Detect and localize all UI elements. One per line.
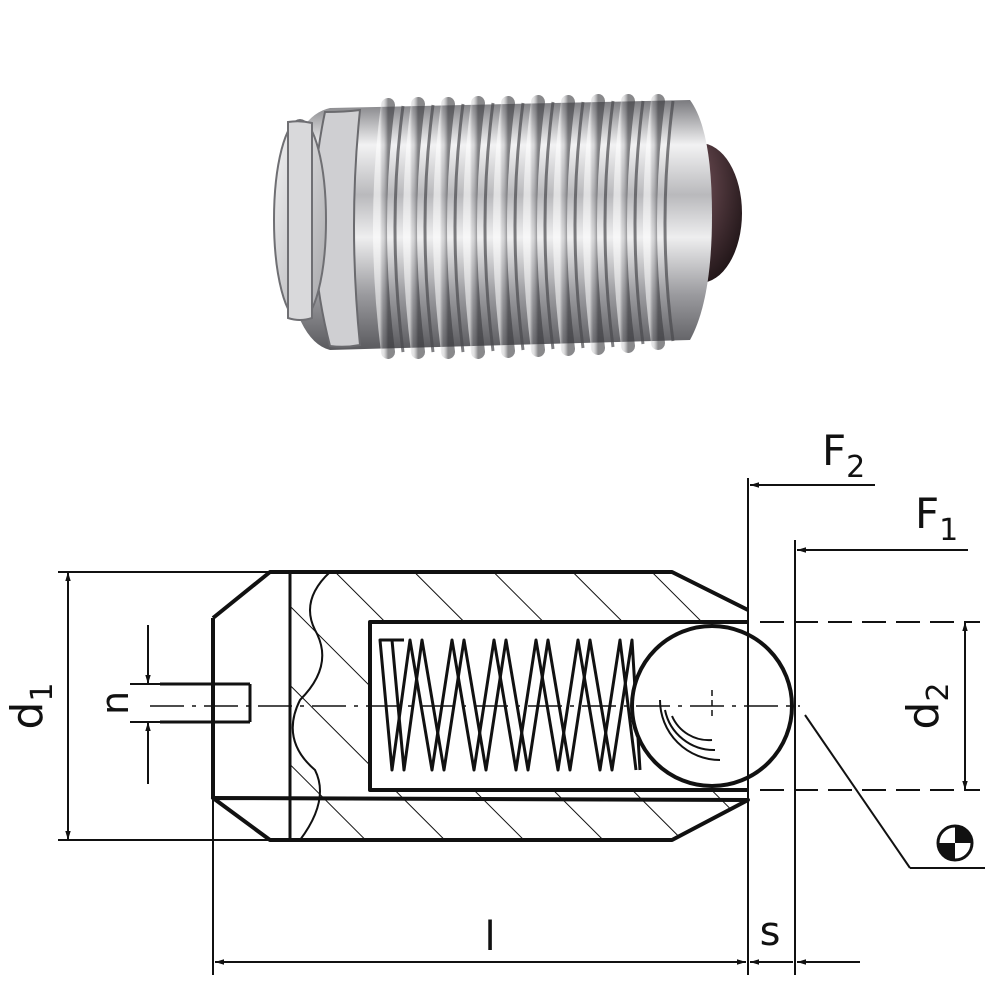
thread-crests <box>373 94 665 359</box>
label-f2-base: F <box>822 426 846 475</box>
thread-runout <box>291 571 331 841</box>
label-f1-base: F <box>915 489 939 538</box>
section-hatching <box>290 572 748 840</box>
label-d2-sub: 2 <box>921 682 956 701</box>
technical-drawing <box>58 478 985 975</box>
label-n: n <box>93 691 137 715</box>
label-l: l <box>484 914 495 960</box>
product-photo <box>273 94 742 359</box>
label-d1-sub: 1 <box>25 682 60 701</box>
svg-text:F2: F2 <box>822 426 865 485</box>
screwdriver-slot <box>287 120 313 321</box>
label-f2-sub: 2 <box>846 450 865 485</box>
d1-dimension <box>58 571 290 841</box>
slot <box>160 682 252 724</box>
compression-spring <box>378 638 642 772</box>
label-s: s <box>760 909 781 955</box>
svg-text:d1: d1 <box>2 682 60 729</box>
label-d1-base: d <box>2 702 53 730</box>
length-dimensions <box>212 798 860 975</box>
first-angle-projection-icon <box>936 824 974 862</box>
dimension-labels: d1 n d2 F2 F1 l s <box>2 426 958 960</box>
svg-text:d2: d2 <box>898 682 956 729</box>
ball-shading <box>659 699 721 761</box>
leader-line <box>804 714 985 869</box>
svg-text:F1: F1 <box>915 489 958 548</box>
label-f1-sub: 1 <box>939 513 958 548</box>
force-lines <box>747 478 968 975</box>
n-dimension <box>130 625 160 784</box>
label-d2-base: d <box>898 702 949 730</box>
d2-dimension <box>760 621 980 791</box>
